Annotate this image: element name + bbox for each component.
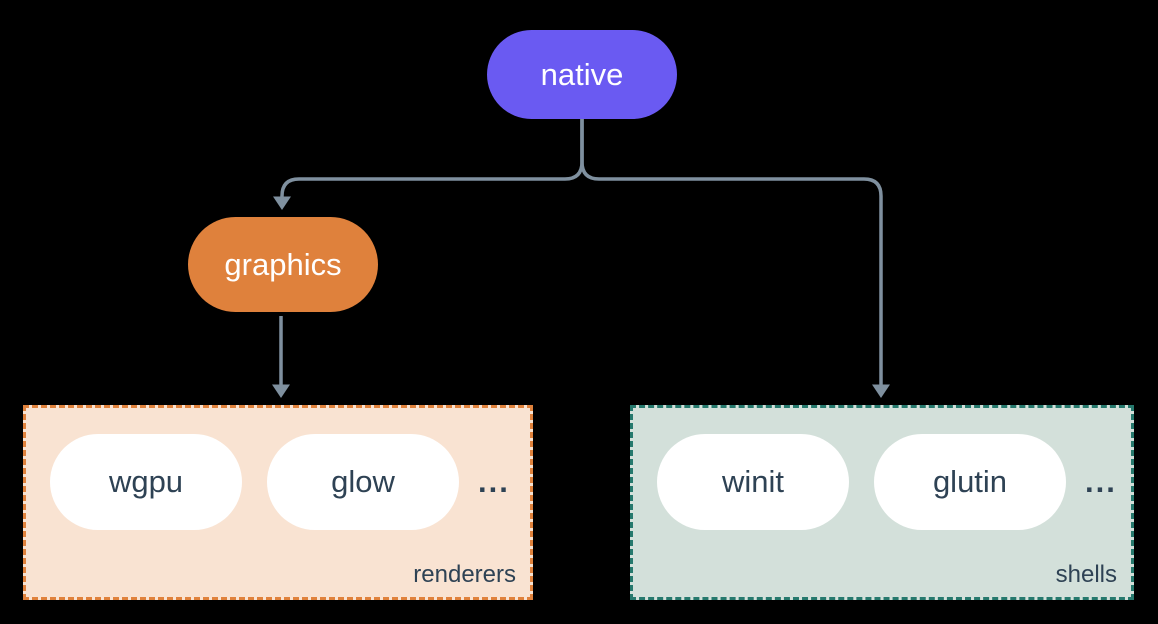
node-wgpu: wgpu [50, 434, 242, 530]
arrowhead-renderers [272, 384, 290, 398]
group-renderers: wgpu glow ... renderers [23, 405, 533, 600]
node-wgpu-label: wgpu [108, 464, 184, 499]
arrowhead-shells [872, 384, 890, 398]
edge-native-graphics [280, 119, 584, 198]
renderers-ellipsis: ... [478, 464, 510, 499]
group-shells-label: shells [1055, 561, 1117, 588]
node-winit-label: winit [721, 464, 784, 499]
shells-ellipsis: ... [1085, 464, 1117, 499]
node-glutin-label: glutin [932, 464, 1008, 499]
node-native: native [487, 30, 677, 119]
arrowhead-graphics [273, 196, 291, 210]
edge-native-shells [580, 119, 883, 385]
node-glow: glow [267, 434, 459, 530]
node-glutin: glutin [874, 434, 1066, 530]
node-native-label: native [540, 56, 624, 92]
node-glow-label: glow [331, 464, 395, 499]
node-winit: winit [657, 434, 849, 530]
group-shells: winit glutin ... shells [630, 405, 1134, 600]
node-graphics: graphics [188, 217, 378, 312]
node-graphics-label: graphics [224, 246, 342, 282]
group-renderers-label: renderers [413, 561, 516, 588]
